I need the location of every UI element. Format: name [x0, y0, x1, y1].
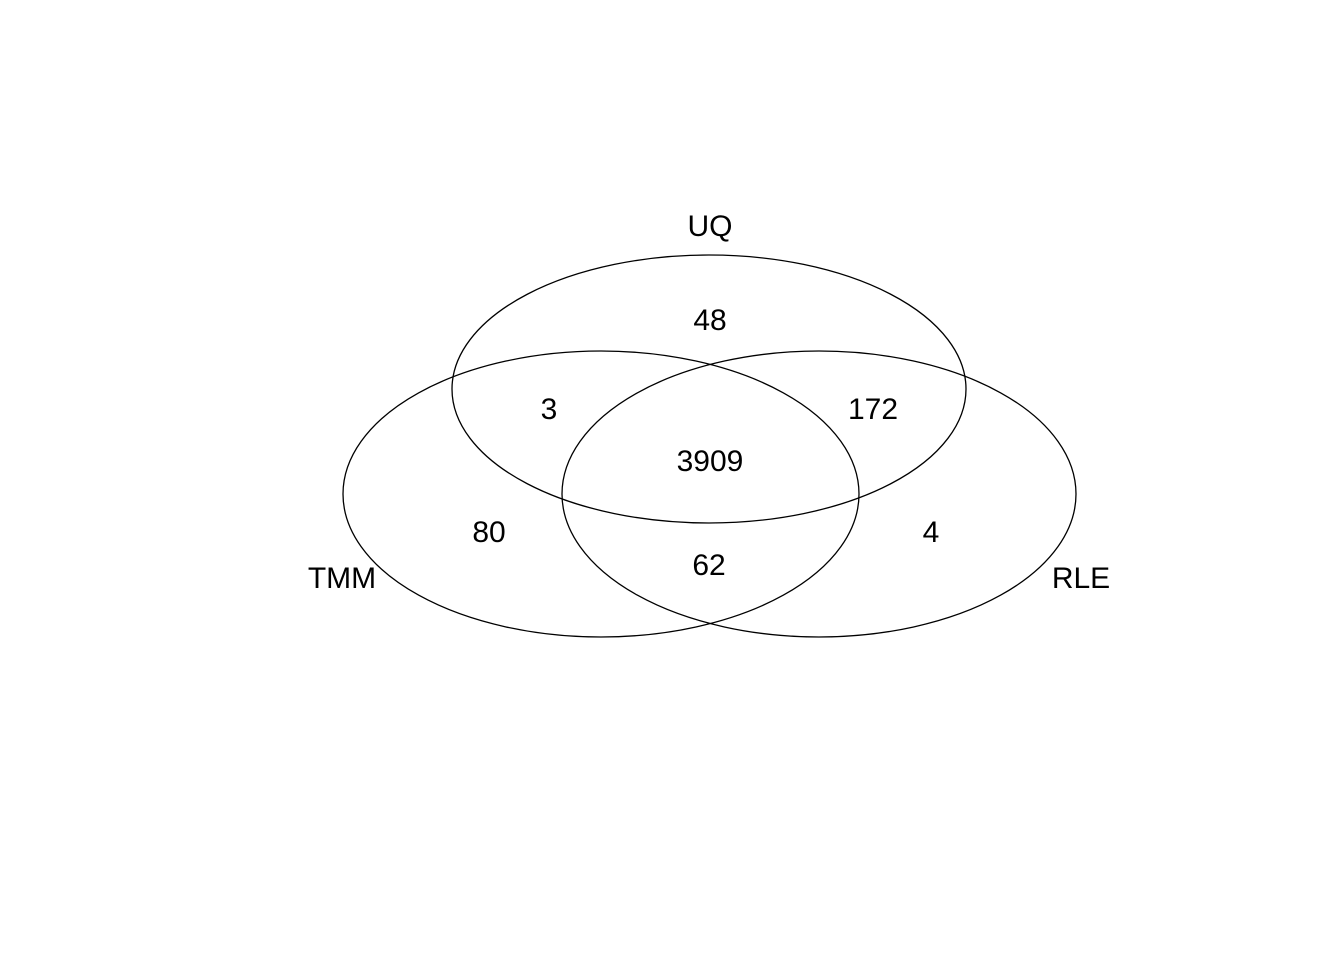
count-rle-only: 4	[923, 516, 940, 549]
count-uq-rle: 172	[848, 393, 898, 426]
tmm-set-ellipse	[342, 350, 860, 638]
rle-set-ellipse	[561, 350, 1077, 638]
uq-set-ellipse	[451, 254, 967, 524]
count-tmm-only: 80	[472, 516, 505, 549]
uq-set-label: UQ	[688, 210, 733, 243]
count-tmm-rle: 62	[692, 549, 725, 582]
count-all-three: 3909	[677, 445, 744, 478]
tmm-set-label: TMM	[308, 562, 376, 595]
count-uq-only: 48	[693, 304, 726, 337]
rle-set-label: RLE	[1052, 562, 1110, 595]
count-uq-tmm: 3	[541, 393, 558, 426]
